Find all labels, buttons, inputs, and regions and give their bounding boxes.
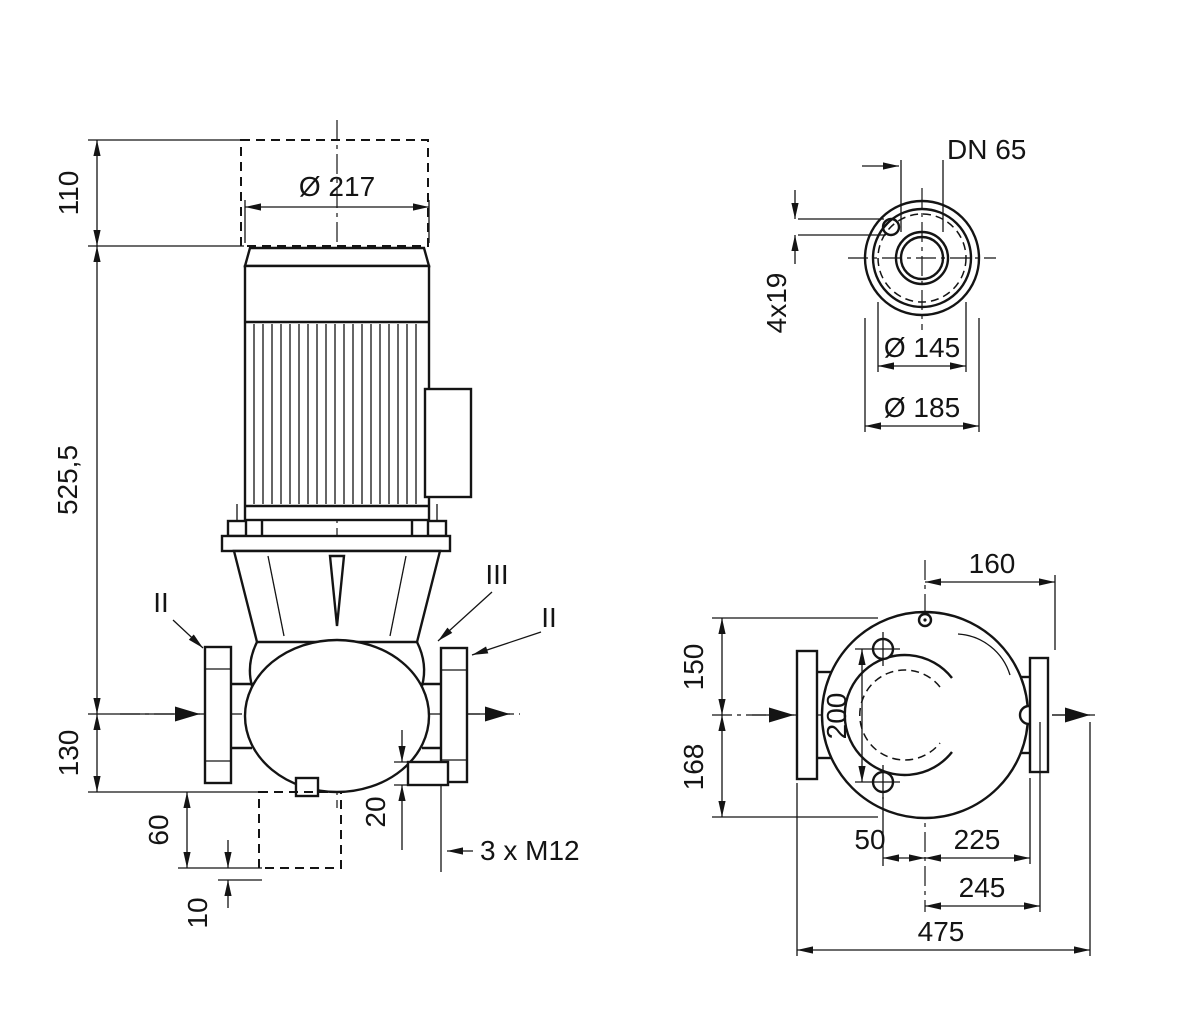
- dimension-60: 60: [143, 792, 262, 869]
- foundation-space: [258, 791, 342, 869]
- dimension-4x19: 4x19: [761, 190, 886, 333]
- bolt-circle: [877, 213, 967, 303]
- dimension-150: 150: [678, 617, 878, 715]
- dimension-525-5: 525,5: [52, 246, 160, 715]
- terminal-box: [423, 387, 473, 499]
- section-markers: II III II: [153, 559, 557, 656]
- dim-d217-label: Ø 217: [299, 171, 375, 202]
- dim-10-label: 10: [182, 897, 213, 928]
- dim-160-label: 160: [969, 548, 1016, 579]
- dimension-225: 225: [925, 778, 1031, 864]
- bolt-head-right: [426, 519, 448, 538]
- dimension-d185: Ø 185: [864, 318, 980, 432]
- dimension-10: 10: [182, 840, 262, 929]
- dimension-130: 130: [53, 714, 262, 793]
- flange-view: DN 65 4x19 Ø 145 Ø 185: [761, 134, 1026, 432]
- dimension-245: 245: [925, 722, 1041, 912]
- bolt-head-left: [226, 519, 248, 538]
- cooling-fins: [253, 324, 417, 504]
- motor-removal-space: [240, 139, 429, 247]
- dim-168-label: 168: [678, 744, 709, 791]
- dim-d185-label: Ø 185: [884, 392, 960, 423]
- lantern-window-left: [267, 555, 285, 637]
- volute-shoulder-right: [415, 641, 426, 687]
- front-view: 110 Ø 217 525,5 130 60: [52, 120, 580, 929]
- dim-245-label: 245: [959, 872, 1006, 903]
- dim-150-label: 150: [678, 644, 709, 691]
- dim-225-label: 225: [954, 824, 1001, 855]
- casing-outline: [820, 610, 1030, 820]
- dimension-200: 200: [821, 649, 866, 782]
- suction-flange: [203, 645, 233, 785]
- dim-475-label: 475: [918, 916, 965, 947]
- dim-525-5-label: 525,5: [52, 445, 83, 515]
- section-II-left-label: II: [153, 587, 169, 618]
- dimension-20: 20: [360, 730, 420, 850]
- callout-3xM12: 3 x M12: [447, 835, 580, 866]
- plan-view: 160 150 168 200 50 225: [678, 548, 1095, 956]
- drain-plug: [294, 776, 320, 798]
- dimension-160: 160: [925, 548, 1056, 650]
- dimension-475: 475: [796, 722, 1091, 956]
- dim-200-label: 200: [821, 693, 852, 740]
- dim-60-label: 60: [143, 814, 174, 845]
- dim-d145-label: Ø 145: [884, 332, 960, 363]
- dimension-d217: Ø 217: [244, 171, 430, 243]
- flange-face-circle: [871, 207, 973, 309]
- motor-cap: [243, 246, 431, 268]
- section-III-label: III: [485, 559, 508, 590]
- motor: [243, 246, 473, 522]
- volute: [243, 638, 431, 794]
- pump-foot: [406, 760, 450, 787]
- section-II-right-label: II: [541, 602, 557, 633]
- vent-plug-dot: [923, 618, 927, 622]
- bore-outer-circle: [894, 230, 950, 286]
- bolt-callout-label: 3 x M12: [480, 835, 580, 866]
- dim-130-label: 130: [53, 730, 84, 777]
- dim-4x19-label: 4x19: [761, 273, 792, 334]
- dim-50-label: 50: [854, 824, 885, 855]
- dimension-50: 50: [854, 797, 925, 866]
- dim-20-label: 20: [360, 796, 391, 827]
- dim-110-label: 110: [53, 171, 84, 216]
- dimension-168: 168: [678, 715, 878, 818]
- plan-discharge-flange: [1028, 656, 1050, 774]
- casing-detail-arc: [957, 633, 1011, 676]
- bore-inner-circle: [899, 235, 945, 281]
- omega-clamp-outline: [843, 653, 953, 777]
- shaft-cone: [328, 554, 346, 627]
- dimension-dn65: DN 65: [862, 134, 1026, 232]
- lantern-assembly: [220, 504, 452, 644]
- bolt-hole: [881, 217, 901, 237]
- flange-outer-circle: [863, 199, 981, 317]
- flange-plate: [220, 534, 452, 553]
- dimension-110: 110: [53, 139, 244, 247]
- plan-suction-flange: [795, 649, 819, 781]
- dimension-d145: Ø 145: [877, 302, 967, 372]
- pump-casing: [203, 638, 469, 872]
- dim-dn65-label: DN 65: [947, 134, 1026, 165]
- lantern-window-right: [389, 555, 407, 637]
- volute-shoulder-left: [248, 641, 259, 687]
